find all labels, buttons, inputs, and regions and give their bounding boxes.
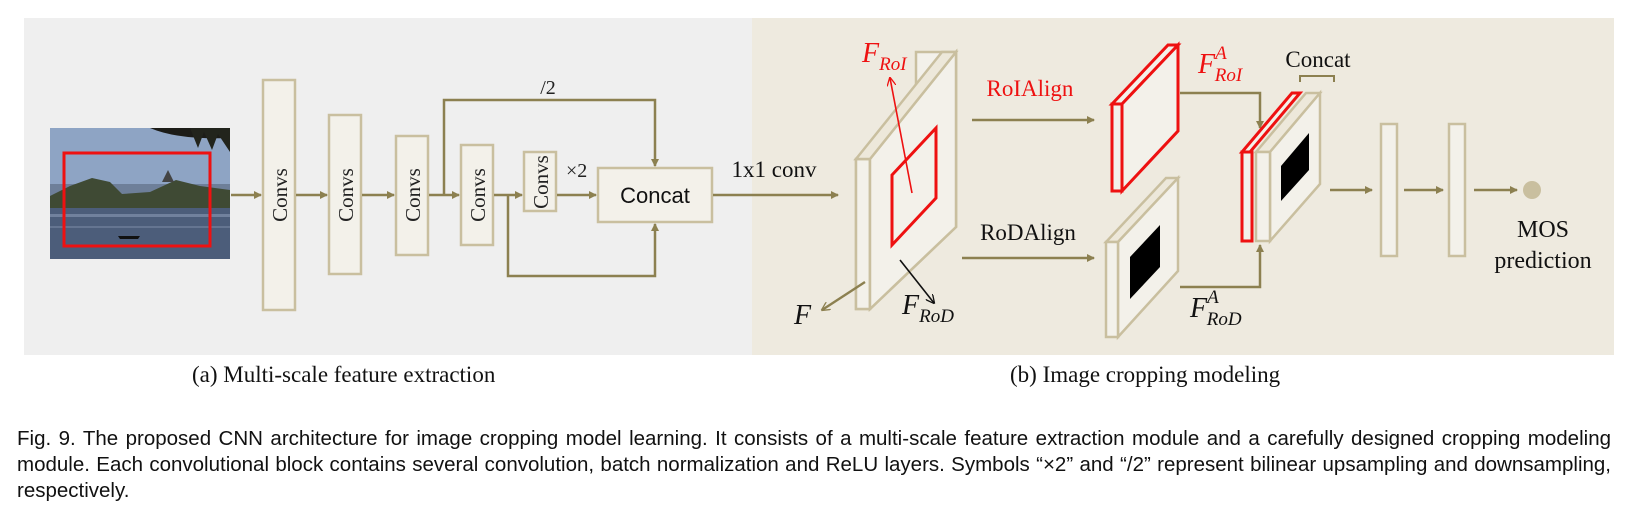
upsample-label: ×2 [566, 160, 587, 182]
conv-block-1 [261, 78, 297, 312]
prediction-label: prediction [1494, 248, 1591, 274]
conv-label-4: Convs [466, 168, 490, 222]
fc-layers [1379, 122, 1467, 258]
conv-label-5: Convs [529, 155, 553, 209]
conv-block-2 [327, 113, 363, 276]
f-label: F [793, 300, 812, 331]
roi-pointer [890, 78, 913, 194]
mos-label: MOS [1517, 217, 1569, 243]
rod-pointer [899, 259, 934, 303]
concat-box-a [596, 166, 714, 224]
rodalign-label: RoDAlign [980, 220, 1076, 245]
concat-black-region [1281, 133, 1309, 201]
caption-b: (b) Image cropping modeling [1010, 362, 1281, 387]
conv-block-labels: Convs Convs Convs Convs Convs [268, 155, 553, 222]
caption-a: (a) Multi-scale feature extraction [192, 362, 496, 387]
f-roi-label: FRoI [861, 38, 908, 75]
conv-label-1: Convs [268, 168, 292, 222]
rod-black-region [1130, 225, 1160, 299]
downsample-label: /2 [540, 77, 556, 99]
fc-layer-2 [1447, 122, 1467, 258]
concat-stack [1238, 89, 1323, 245]
conv-block-3 [394, 134, 430, 257]
architecture-diagram: Convs Convs Convs Convs Convs Concat /2 … [24, 18, 1614, 355]
conv-blocks [261, 78, 714, 312]
f-pointer [822, 280, 866, 310]
concat-label-a: Concat [620, 183, 690, 208]
fc-layer-1 [1379, 122, 1399, 258]
roi-aligned-feature [1108, 41, 1182, 195]
align-arrows [962, 116, 1095, 262]
arrows-a [231, 98, 839, 278]
concat-label-b: Concat [1285, 47, 1351, 72]
mos-output-node [1523, 181, 1541, 199]
conv1x1-label: 1x1 conv [732, 157, 817, 182]
crop-box [62, 151, 212, 248]
conv-label-3: Convs [401, 168, 425, 222]
conv-label-2: Convs [334, 168, 358, 222]
input-photo [50, 128, 230, 259]
conv-block-5 [522, 150, 558, 213]
concat-brace [1299, 75, 1335, 82]
concat-arrows [1180, 91, 1264, 289]
roialign-label: RoIAlign [987, 76, 1074, 101]
f-rod-label: FRoD [901, 290, 954, 327]
roi-region [890, 124, 938, 249]
figure-caption: Fig. 9. The proposed CNN architecture fo… [17, 427, 1611, 502]
conv-block-4 [459, 143, 495, 247]
